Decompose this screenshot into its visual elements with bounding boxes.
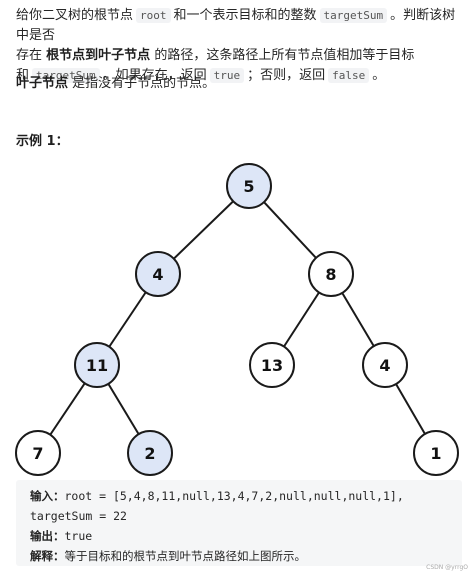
tree-node-circle (249, 342, 295, 388)
explain-label: 解释： (30, 549, 65, 563)
tree-node: 5 (226, 163, 272, 209)
binary-tree-diagram: 5 4 8 11 13 4 7 2 1 (15, 163, 459, 476)
code-true: true (209, 68, 245, 83)
explain-line: 解释：等于目标和的根节点到叶节点路径如上图所示。 (30, 546, 462, 566)
output-line: 输出：true (30, 526, 462, 546)
code-false: false (328, 68, 370, 83)
explain-text: 等于目标和的根节点到叶节点路径如上图所示。 (64, 549, 307, 563)
tree-node: 11 (74, 342, 120, 388)
code-targetsum-2: targetSum (32, 68, 100, 83)
tree-node-circle (413, 430, 459, 476)
tree-node: 4 (362, 342, 408, 388)
desc-text: 给你二叉树的根节点 (16, 8, 134, 23)
tree-node-value: 2 (144, 444, 155, 463)
tree-node-circle-highlighted (226, 163, 272, 209)
desc-text: 。如果存在，返回 (102, 68, 207, 83)
output-label: 输出： (30, 529, 65, 543)
tree-node-value: 13 (261, 356, 283, 375)
leaf-bold: 叶子节点 (16, 76, 69, 91)
desc-text: 。判断该树中是否 (16, 8, 456, 43)
tree-node: 7 (15, 430, 61, 476)
tree-node: 2 (127, 430, 173, 476)
tree-node: 13 (249, 342, 295, 388)
input-value-1: root = [5,4,8,11,null,13,4,7,2,null,null… (64, 489, 404, 503)
tree-node-value: 5 (243, 177, 254, 196)
tree-node-circle-highlighted (135, 251, 181, 297)
tree-node-circle (308, 251, 354, 297)
desc-text: 的路径，这条路径上所有节点值相加等于目标 (154, 48, 415, 63)
leaf-definition: 叶子节点 是指没有子节点的节点。 (16, 74, 466, 94)
tree-edges (37, 185, 437, 454)
tree-node: 1 (413, 430, 459, 476)
example-code-block: 输入：root = [5,4,8,11,null,13,4,7,2,null,n… (16, 480, 462, 566)
tree-node-circle-highlighted (74, 342, 120, 388)
tree-node-value: 8 (325, 265, 336, 284)
tree-node-circle (15, 430, 61, 476)
tree-node-circle (362, 342, 408, 388)
input-line-2: targetSum = 22 (30, 506, 462, 526)
input-line-1: 输入：root = [5,4,8,11,null,13,4,7,2,null,n… (30, 486, 462, 506)
tree-node-value: 1 (430, 444, 441, 463)
desc-text: 。 (372, 68, 386, 83)
tree-node: 4 (135, 251, 181, 297)
watermark: CSDN @yrrgO (426, 564, 468, 571)
desc-text: 存在 (16, 48, 43, 63)
tree-nodes: 5 4 8 11 13 4 7 2 1 (15, 163, 459, 476)
desc-bold-path: 根节点到叶子节点 (46, 48, 151, 63)
tree-node-value: 4 (152, 265, 163, 284)
code-targetsum: targetSum (319, 8, 388, 23)
output-value: true (64, 529, 93, 543)
input-label: 输入： (30, 489, 65, 503)
tree-node-value: 11 (86, 356, 108, 375)
tree-node: 8 (308, 251, 354, 297)
input-value-2: targetSum = 22 (30, 509, 127, 523)
leaf-text: 是指没有子节点的节点。 (72, 76, 216, 91)
example-heading-text: 示例 1： (16, 134, 69, 149)
tree-node-value: 7 (32, 444, 43, 463)
desc-text: 和一个表示目标和的整数 (173, 8, 317, 23)
tree-node-value: 4 (379, 356, 390, 375)
desc-text: 和 (16, 68, 30, 83)
tree-node-circle-highlighted (127, 430, 173, 476)
desc-text: ；否则，返回 (247, 68, 326, 83)
example-heading: 示例 1： (16, 132, 466, 152)
code-root: root (136, 8, 171, 23)
